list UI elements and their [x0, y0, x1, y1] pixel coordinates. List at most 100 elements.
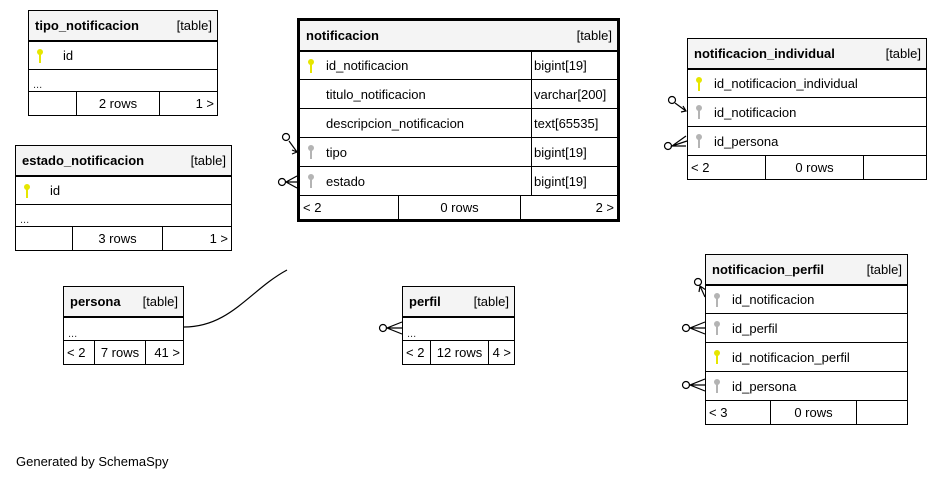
table-name: tipo_notificacion — [35, 18, 139, 33]
column-name: tipo — [326, 144, 347, 160]
table-header: notificacion_individual [table] — [688, 39, 926, 68]
column-name: id_notificacion_perfil — [732, 349, 850, 365]
children-count[interactable]: 1 > — [159, 92, 217, 115]
parents-count[interactable]: < 2 — [303, 200, 322, 215]
column-name: id_persona — [714, 133, 779, 149]
column-name: id_perfil — [732, 320, 778, 336]
column-row[interactable]: titulo_notificacion varchar[200] — [300, 79, 617, 108]
table-header: notificacion [table] — [300, 21, 617, 50]
row-count: 3 rows — [72, 227, 162, 250]
table-header: persona [table] — [64, 287, 183, 316]
fk-marker-perfil-persona — [681, 378, 706, 392]
primary-key-icon — [706, 349, 728, 365]
column-name: id — [50, 183, 61, 198]
column-row[interactable]: id_notificacion_perfil — [706, 342, 907, 371]
ellipsis: ... — [20, 214, 30, 226]
table-header: estado_notificacion [table] — [16, 146, 231, 175]
column-row[interactable]: id_notificacion — [706, 284, 907, 313]
table-tipo-notificacion[interactable]: tipo_notificacion [table] id ... 2 rows … — [28, 10, 218, 116]
parents-count[interactable]: < 2 — [67, 345, 86, 360]
children-count[interactable]: 41 > — [145, 341, 183, 364]
table-footer: 2 rows 1 > — [29, 91, 217, 115]
table-footer: < 2 7 rows 41 > — [64, 340, 183, 364]
row-count: 0 rows — [770, 401, 856, 424]
column-row[interactable]: id_notificacion_individual — [688, 68, 926, 97]
column-row[interactable]: id — [16, 175, 231, 204]
table-name: notificacion_individual — [694, 46, 835, 61]
table-kind: [table] — [190, 153, 226, 168]
foreign-key-icon — [706, 378, 728, 394]
table-footer: < 2 12 rows 4 > — [403, 340, 514, 364]
table-notificacion-individual[interactable]: notificacion_individual [table] id_notif… — [687, 38, 927, 180]
table-notificacion-perfil[interactable]: notificacion_perfil [table] id_notificac… — [705, 254, 908, 425]
table-header: perfil [table] — [403, 287, 514, 316]
parents-count[interactable]: < 2 — [406, 345, 425, 360]
column-row[interactable]: tipo bigint[19] — [300, 137, 617, 166]
children-count[interactable]: 1 > — [162, 227, 231, 250]
parents-count[interactable] — [29, 92, 76, 115]
column-type: varchar[200] — [531, 80, 617, 108]
primary-key-icon — [29, 48, 51, 64]
column-row[interactable]: id_persona — [688, 126, 926, 155]
table-footer: 3 rows 1 > — [16, 226, 231, 250]
foreign-key-icon — [688, 133, 710, 149]
table-footer: < 2 0 rows 2 > — [300, 195, 617, 219]
column-row[interactable]: id — [29, 40, 217, 69]
fk-marker-estado — [277, 175, 298, 189]
parents-count[interactable] — [16, 227, 72, 250]
table-name: perfil — [409, 294, 441, 309]
table-header: tipo_notificacion [table] — [29, 11, 217, 40]
table-name: notificacion — [306, 28, 379, 43]
foreign-key-icon — [300, 144, 322, 160]
ellipsis: ... — [68, 328, 78, 340]
table-header: notificacion_perfil [table] — [706, 255, 907, 284]
row-count: 0 rows — [765, 156, 863, 179]
foreign-key-icon — [706, 320, 728, 336]
parents-count[interactable]: < 2 — [691, 160, 710, 175]
foreign-key-icon — [300, 173, 322, 189]
table-perfil[interactable]: perfil [table] ... < 2 12 rows 4 > — [402, 286, 515, 365]
fk-marker-perfil-perfil — [681, 321, 706, 335]
table-persona[interactable]: persona [table] ... < 2 7 rows 41 > — [63, 286, 184, 365]
primary-key-icon — [300, 58, 322, 74]
column-name: id_persona — [732, 378, 797, 394]
foreign-key-icon — [688, 104, 710, 120]
table-kind: [table] — [866, 262, 902, 277]
more-columns-row: ... — [64, 316, 183, 340]
table-kind: [table] — [473, 294, 509, 309]
fk-marker-tipo — [281, 132, 299, 155]
table-name: estado_notificacion — [22, 153, 145, 168]
generated-by-credit: Generated by SchemaSpy — [16, 454, 169, 469]
table-name: notificacion_perfil — [712, 262, 824, 277]
column-name: titulo_notificacion — [326, 86, 426, 102]
column-row[interactable]: id_persona — [706, 371, 907, 400]
column-type: bigint[19] — [531, 138, 617, 166]
more-columns-row: ... — [16, 204, 231, 226]
column-name: id_notificacion — [326, 58, 409, 73]
table-estado-notificacion[interactable]: estado_notificacion [table] id ... 3 row… — [15, 145, 232, 251]
column-type: bigint[19] — [531, 52, 617, 79]
relation-persona-notificacion — [183, 269, 288, 328]
column-row[interactable]: id_perfil — [706, 313, 907, 342]
table-notificacion[interactable]: notificacion [table] id_notificacion big… — [297, 18, 620, 222]
column-row[interactable]: estado bigint[19] — [300, 166, 617, 195]
row-count: 2 rows — [76, 92, 159, 115]
fk-marker-individual-persona — [663, 135, 688, 151]
column-row[interactable]: descripcion_notificacion text[65535] — [300, 108, 617, 137]
children-count[interactable] — [856, 401, 907, 424]
column-row[interactable]: id_notificacion bigint[19] — [300, 50, 617, 79]
more-columns-row: ... — [403, 316, 514, 340]
table-kind: [table] — [576, 28, 612, 43]
children-count[interactable] — [863, 156, 926, 179]
foreign-key-icon — [706, 292, 728, 308]
table-kind: [table] — [142, 294, 178, 309]
row-count: 0 rows — [398, 196, 520, 219]
table-name: persona — [70, 294, 121, 309]
column-row[interactable]: id_notificacion — [688, 97, 926, 126]
children-count[interactable]: 2 > — [520, 196, 617, 219]
more-columns-row: ... — [29, 69, 217, 91]
parents-count[interactable]: < 3 — [709, 405, 728, 420]
ellipsis: ... — [407, 328, 417, 340]
children-count[interactable]: 4 > — [488, 341, 514, 364]
row-count: 12 rows — [430, 341, 488, 364]
